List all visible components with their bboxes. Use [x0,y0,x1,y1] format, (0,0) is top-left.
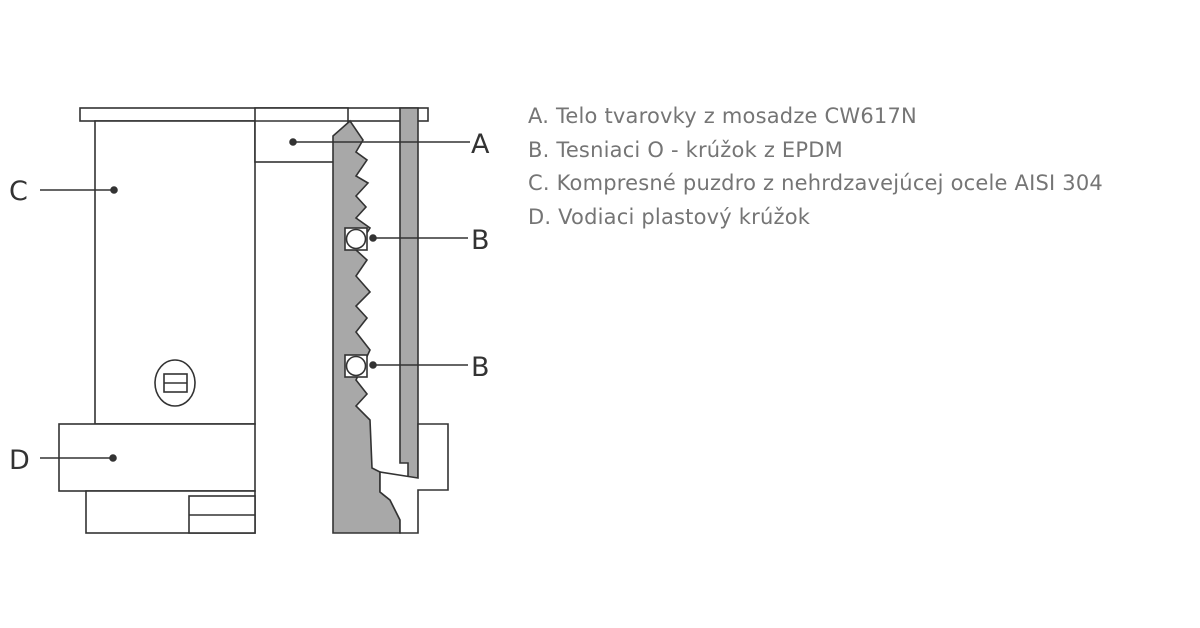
callout-c: C [9,176,28,207]
leader-dot-b-upper [369,234,377,242]
leader-dot-b-lower [369,361,377,369]
leader-dot-a [289,138,297,146]
sleeve-top-flange [79,107,429,122]
callout-a: A [471,129,490,160]
leader-dot-d [109,454,117,462]
callout-b-lower: B [471,352,490,383]
legend-item-c: C. Kompresné puzdro z nehrdzavejúcej oce… [528,171,1103,195]
o-ring-lower [344,354,368,378]
fitting-cross-section-diagram: A B B C D [9,107,490,534]
parts-legend: A. Telo tvarovky z mosadze CW617N B. Tes… [528,100,1103,234]
callout-d: D [9,445,30,476]
legend-item-a: A. Telo tvarovky z mosadze CW617N [528,104,917,128]
legend-item-d: D. Vodiaci plastový krúžok [528,204,811,229]
support-rod [399,107,419,479]
callout-b-upper: B [471,225,490,256]
sealing-profile [332,119,401,534]
legend-item-b: B. Tesniaci O - krúžok z EPDM [528,137,843,162]
leader-dot-c [110,186,118,194]
o-ring-upper [344,227,368,251]
end-piece [379,423,449,534]
